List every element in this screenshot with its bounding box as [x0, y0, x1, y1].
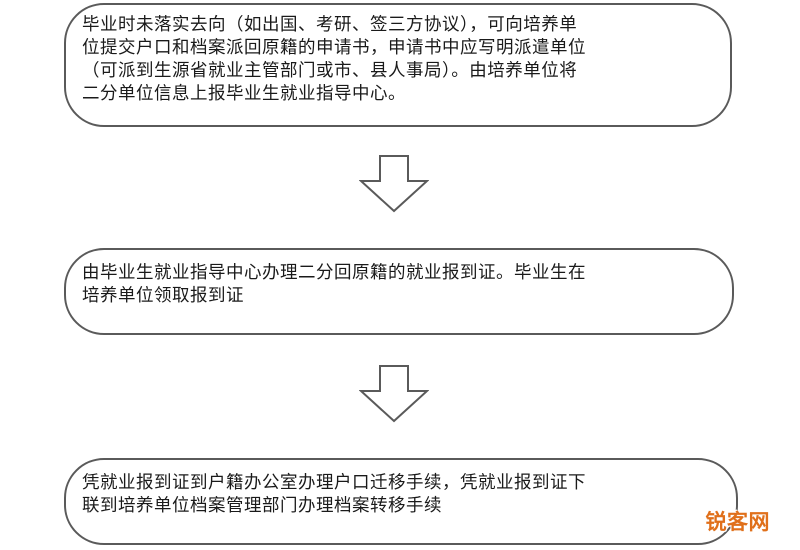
step-3-box: 凭就业报到证到户籍办公室办理户口迁移手续，凭就业报到证下 联到培养单位档案管理部… [64, 458, 738, 545]
down-arrow-icon [359, 155, 429, 213]
step-1-line-1: 毕业时未落实去向（如出国、考研、签三方协议），可向培养单 [82, 15, 578, 35]
down-arrow-icon [359, 365, 429, 423]
step-1-box: 毕业时未落实去向（如出国、考研、签三方协议），可向培养单 位提交户口和档案派回原… [64, 3, 732, 127]
step-3-line-1: 凭就业报到证到户籍办公室办理户口迁移手续，凭就业报到证下 [82, 473, 586, 493]
watermark-logo: 锐客网 [705, 510, 770, 534]
step-2-line-1: 由毕业生就业指导中心办理二分回原籍的就业报到证。毕业生在 [82, 263, 586, 283]
step-3-line-2: 联到培养单位档案管理部门办理档案转移手续 [82, 496, 442, 516]
step-1-line-4: 二分单位信息上报毕业生就业指导中心。 [82, 84, 406, 104]
step-1-line-2: 位提交户口和档案派回原籍的申请书，申请书中应写明派遣单位 [82, 38, 586, 58]
step-2-box: 由毕业生就业指导中心办理二分回原籍的就业报到证。毕业生在 培养单位领取报到证 [64, 248, 734, 335]
step-1-line-3: （可派到生源省就业主管部门或市、县人事局）。由培养单位将 [82, 61, 578, 81]
step-2-line-2: 培养单位领取报到证 [82, 286, 244, 306]
